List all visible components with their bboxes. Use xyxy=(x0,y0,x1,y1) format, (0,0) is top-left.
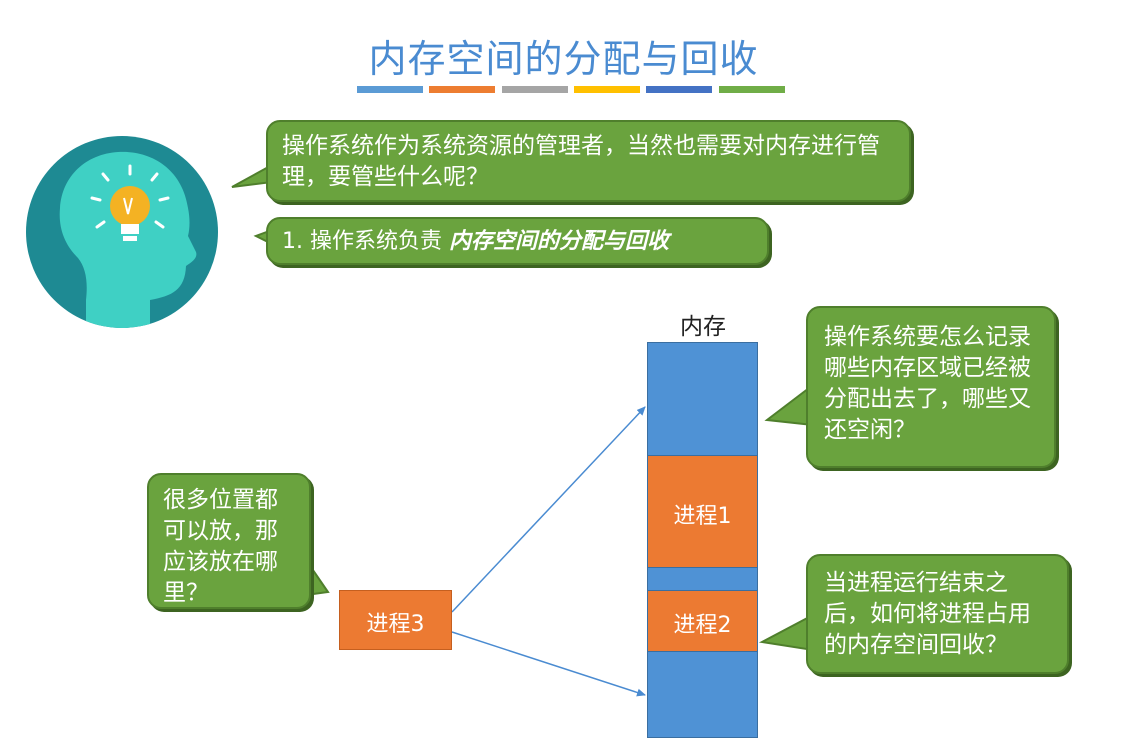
arrow-to-memory-top xyxy=(451,406,646,613)
page-title: 内存空间的分配与回收 xyxy=(368,37,759,81)
process2-label: 进程2 xyxy=(673,613,732,638)
place-question-bubble: 很多位置都可以放，那应该放在哪里？ xyxy=(147,473,311,609)
arrow-to-memory-bottom xyxy=(451,631,646,697)
memory-label: 内存 xyxy=(680,314,726,340)
process3-label: 进程3 xyxy=(366,612,425,637)
process1-label: 进程1 xyxy=(673,504,732,529)
title-underline-bar xyxy=(502,86,568,93)
question-bubble: 操作系统作为系统资源的管理者，当然也需要对内存进行管理，要管些什么呢？ xyxy=(266,120,911,202)
point-emphasis: 内存空间的分配与回收 xyxy=(448,229,669,254)
title-underline-bar xyxy=(429,86,495,93)
place-question-text: 很多位置都可以放，那应该放在哪里？ xyxy=(163,487,278,606)
title-underline-bar xyxy=(646,86,712,93)
point-prefix: 1. 操作系统负责 xyxy=(282,229,449,254)
thinking-head-icon xyxy=(26,136,218,328)
record-question-bubble: 操作系统要怎么记录哪些内存区域已经被分配出去了，哪些又还空闲？ xyxy=(806,306,1056,468)
question-text: 操作系统作为系统资源的管理者，当然也需要对内存进行管理，要管些什么呢？ xyxy=(282,133,880,190)
record-question-text: 操作系统要怎么记录哪些内存区域已经被分配出去了，哪些又还空闲？ xyxy=(824,324,1031,443)
point-text: 1. 操作系统负责 内存空间的分配与回收 xyxy=(282,227,753,257)
memory-free-block xyxy=(647,651,758,738)
memory-process1-block: 进程1 xyxy=(647,455,758,568)
memory-process2-block: 进程2 xyxy=(647,590,758,652)
memory-free-block xyxy=(647,342,758,456)
title-underline-bar xyxy=(574,86,640,93)
reclaim-question-text: 当进程运行结束之后，如何将进程占用的内存空间回收？ xyxy=(824,570,1031,658)
process3-box: 进程3 xyxy=(339,590,452,650)
point-bubble: 1. 操作系统负责 内存空间的分配与回收 xyxy=(266,217,769,265)
title-underline-bar xyxy=(357,86,423,93)
title-underline-bar xyxy=(719,86,785,93)
reclaim-question-bubble: 当进程运行结束之后，如何将进程占用的内存空间回收？ xyxy=(806,554,1069,674)
memory-free-block xyxy=(647,567,758,591)
